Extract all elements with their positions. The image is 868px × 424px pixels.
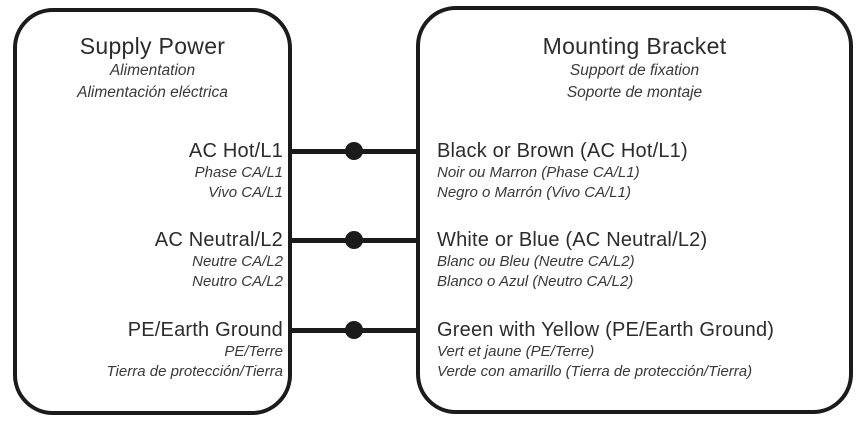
- bracket-row-white-blue: White or Blue (AC Neutral/L2) Blanc ou B…: [437, 228, 707, 292]
- supply-label-ac-neutral: AC Neutral/L2: [154, 229, 283, 251]
- bracket-label-black-brown: Black or Brown (AC Hot/L1): [437, 140, 688, 162]
- bracket-row-black-brown: Black or Brown (AC Hot/L1) Noir ou Marro…: [437, 139, 688, 203]
- supply-power-title: Supply Power: [79, 33, 226, 59]
- bracket-sublabel-green-yellow-fr: Vert et jaune (PE/Terre): [437, 343, 595, 360]
- bracket-sublabel-black-brown-fr: Noir ou Marron (Phase CA/L1): [437, 164, 640, 181]
- bracket-row-green-yellow: Green with Yellow (PE/Earth Ground) Vert…: [437, 318, 774, 382]
- supply-power-subtitle-fr: Alimentation: [109, 62, 196, 79]
- supply-sublabel-ac-hot-es: Vivo CA/L1: [208, 184, 283, 201]
- bracket-sublabel-green-yellow-es: Verde con amarillo (Tierra de protección…: [437, 363, 753, 380]
- supply-power-subtitle-es: Alimentación eléctrica: [77, 84, 228, 101]
- supply-sublabel-ac-hot-fr: Phase CA/L1: [194, 164, 283, 181]
- supply-label-ac-hot: AC Hot/L1: [188, 140, 283, 162]
- mounting-bracket-subtitle-es: Soporte de montaje: [566, 84, 703, 101]
- bracket-sublabel-white-blue-fr: Blanc ou Bleu (Neutre CA/L2): [437, 253, 635, 270]
- mounting-bracket-title: Mounting Bracket: [542, 33, 727, 59]
- mounting-bracket-box: Mounting Bracket Support de fixation Sop…: [416, 6, 853, 414]
- supply-row-pe-ground: PE/Earth Ground PE/Terre Tierra de prote…: [17, 318, 283, 382]
- junction-dot-ac-hot: [345, 142, 363, 160]
- junction-dot-ac-neutral: [345, 231, 363, 249]
- bracket-sublabel-black-brown-es: Negro o Marrón (Vivo CA/L1): [437, 184, 631, 201]
- bracket-label-green-yellow: Green with Yellow (PE/Earth Ground): [437, 319, 775, 341]
- supply-sublabel-pe-ground-es: Tierra de protección/Tierra: [106, 363, 283, 380]
- bracket-sublabel-white-blue-es: Blanco o Azul (Neutro CA/L2): [437, 273, 634, 290]
- supply-sublabel-pe-ground-fr: PE/Terre: [224, 343, 283, 360]
- bracket-label-white-blue: White or Blue (AC Neutral/L2): [437, 229, 708, 251]
- supply-row-ac-hot: AC Hot/L1 Phase CA/L1 Vivo CA/L1: [17, 139, 283, 203]
- supply-power-header: Supply Power Alimentation Alimentación e…: [17, 32, 288, 104]
- supply-label-pe-ground: PE/Earth Ground: [127, 319, 283, 341]
- supply-row-ac-neutral: AC Neutral/L2 Neutre CA/L2 Neutro CA/L2: [17, 228, 283, 292]
- supply-power-box: Supply Power Alimentation Alimentación e…: [13, 8, 292, 415]
- supply-sublabel-ac-neutral-fr: Neutre CA/L2: [192, 253, 283, 270]
- junction-dot-pe-ground: [345, 321, 363, 339]
- mounting-bracket-subtitle-fr: Support de fixation: [569, 62, 700, 79]
- mounting-bracket-header: Mounting Bracket Support de fixation Sop…: [420, 32, 849, 104]
- supply-sublabel-ac-neutral-es: Neutro CA/L2: [192, 273, 283, 290]
